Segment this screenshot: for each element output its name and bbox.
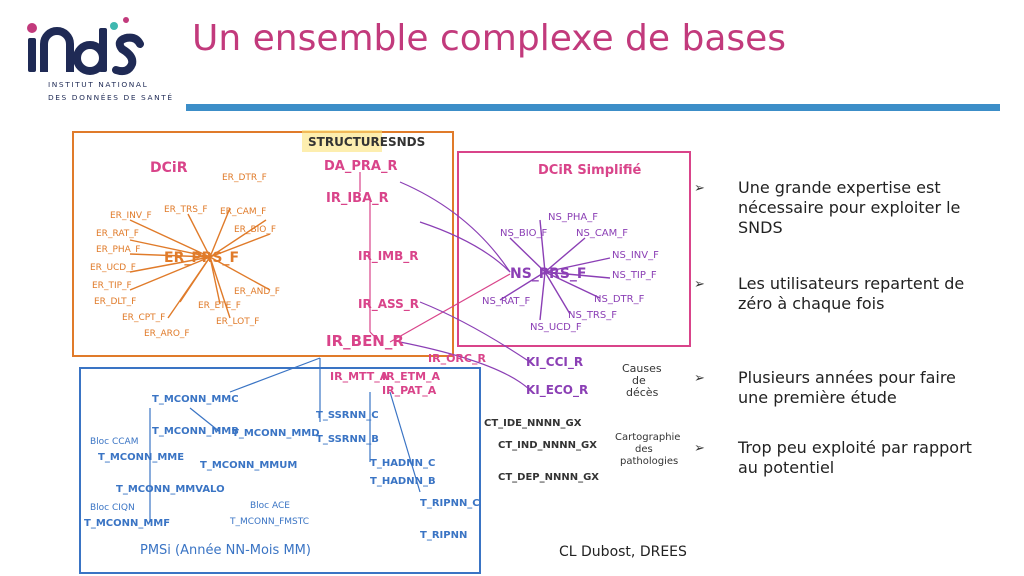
- dcirs-table-3: NS_CAM_F: [576, 228, 628, 239]
- section-label-carto-3: pathologies: [620, 456, 678, 467]
- dcir-table-12: ER_CPT_F: [122, 313, 165, 323]
- pmsi-label-ciqn: Bloc CIQN: [90, 503, 135, 513]
- dcirs-table-9: NS_UCD_F: [530, 322, 582, 333]
- dcir-table-6: ER_PHA_F: [96, 245, 140, 255]
- dcir-table-10: ER_DLT_F: [94, 297, 136, 307]
- section-label-carto-1: Cartographie: [615, 432, 680, 443]
- dcir-table-15: ER_LOT_F: [216, 317, 259, 327]
- dcir-table-9: ER_TIP_F: [92, 281, 132, 291]
- pmsi-table-11: T_HADNN_B: [370, 476, 436, 487]
- dcirs-table-1: NS_PHA_F: [548, 212, 598, 223]
- dcir-table-8: ER_UCD_F: [90, 263, 136, 273]
- pmsi-table-12: T_RIPNN_C: [420, 498, 480, 509]
- diagram-header-structure: STRUCTURE: [308, 135, 388, 149]
- dcir-table-2: ER_DTR_F: [222, 173, 267, 183]
- snds-structure-diagram: STRUCTURE SNDS DCiR DCiR Simplifié PMSi …: [72, 130, 691, 574]
- bullet-text-4: Trop peu exploité par rapport au potenti…: [738, 438, 972, 477]
- ref-table-ir-iba: IR_IBA_R: [326, 191, 389, 206]
- bullet-text-3: Plusieurs années pour faire une première…: [738, 368, 956, 407]
- pmsi-table-6: T_MCONN_MMVALO: [116, 484, 225, 495]
- dcirs-table-4: NS_INV_F: [612, 250, 659, 261]
- dcirs-frame: [457, 151, 691, 347]
- section-label-dcir-simplifie: DCiR Simplifié: [538, 163, 642, 178]
- dcirs-table-5: NS_TIP_F: [612, 270, 657, 281]
- dcir-table-1: ER_INV_F: [110, 211, 152, 221]
- dcir-table-4: ER_TRS_F: [164, 205, 208, 215]
- pmsi-table-9: T_SSRNN_B: [316, 434, 379, 445]
- dcirs-table-6: NS_RAT_F: [482, 296, 531, 307]
- bullet-text-2: Les utilisateurs repartent de zéro à cha…: [738, 274, 965, 313]
- pmsi-label-ace: Bloc ACE: [250, 501, 290, 511]
- pmsi-table-4: T_MCONN_MME: [98, 452, 184, 463]
- pmsi-table-1: T_MCONN_MMC: [152, 394, 239, 405]
- diagram-header-snds: SNDS: [388, 135, 425, 149]
- carto-table-dep: CT_DEP_NNNN_GX: [498, 472, 599, 483]
- ref-table-da-pra: DA_PRA_R: [324, 159, 397, 174]
- pmsi-table-10: T_HADNN_C: [370, 458, 435, 469]
- carto-table-ind: CT_IND_NNNN_GX: [498, 440, 597, 451]
- dcir-table-13: ER_ETE_F: [198, 301, 241, 311]
- pmsi-table-5: T_MCONN_MMUM: [200, 460, 297, 471]
- bullet-arrow-icon: ➢: [694, 277, 705, 292]
- dcir-table-14: ER_ARO_F: [144, 329, 190, 339]
- section-label-pmsi: PMSi (Année NN-Mois MM): [140, 543, 311, 558]
- bullet-arrow-icon: ➢: [694, 441, 705, 456]
- pmsi-table-13: T_RIPNN: [420, 530, 467, 541]
- page-title: Un ensemble complexe de bases: [192, 18, 787, 59]
- ki-table-eco: KI_ECO_R: [526, 383, 588, 398]
- ref-table-ir-mtt: IR_MTT_A: [330, 370, 389, 383]
- section-label-carto-2: des: [635, 444, 653, 455]
- ref-table-ir-imb: IR_IMB_R: [358, 249, 419, 264]
- dcir-center-table: ER_PRS_F: [164, 250, 239, 266]
- section-label-causes-1: Causes: [622, 362, 662, 375]
- pmsi-label-ccam: Bloc CCAM: [90, 437, 138, 447]
- pmsi-label-fmstc: T_MCONN_FMSTC: [229, 517, 309, 527]
- ref-table-ir-pat: IR_PAT_A: [382, 384, 437, 397]
- carto-table-ide: CT_IDE_NNNN_GX: [484, 418, 582, 429]
- logo-text-line2: DES DONNÉES DE SANTÉ: [48, 93, 174, 102]
- dcir-table-3: ER_RAT_F: [96, 229, 139, 239]
- dcirs-table-7: NS_DTR_F: [594, 294, 645, 305]
- ref-table-ir-ben: IR_BEN_R: [326, 332, 404, 350]
- pmsi-table-8: T_SSRNN_C: [316, 410, 379, 421]
- dcirs-table-8: NS_TRS_F: [568, 310, 617, 321]
- section-label-causes-2: de: [632, 374, 646, 387]
- pmsi-table-2: T_MCONN_MMB: [152, 426, 239, 437]
- bullet-text-1: Une grande expertise est nécessaire pour…: [738, 178, 961, 237]
- pmsi-frame: [79, 367, 481, 574]
- pmsi-table-3: T_MCONN_MMD: [232, 428, 320, 439]
- dcirs-center-table: NS_PRS_F: [510, 266, 587, 282]
- dcir-table-5: ER_CAM_F: [220, 207, 266, 217]
- dcir-table-11: ER_AND_F: [234, 287, 280, 297]
- inds-logo: INSTITUT NATIONAL DES DONNÉES DE SANTÉ: [22, 14, 172, 124]
- ref-table-ir-ass: IR_ASS_R: [358, 297, 419, 312]
- section-label-causes-3: décès: [626, 386, 659, 399]
- inds-logo-mark: [27, 17, 144, 76]
- title-underline-rule: [186, 104, 1000, 111]
- dcir-frame: [72, 131, 454, 357]
- ki-table-cci: KI_CCI_R: [526, 355, 583, 370]
- section-label-dcir: DCiR: [150, 160, 188, 176]
- logo-text-line1: INSTITUT NATIONAL: [48, 80, 149, 89]
- pmsi-table-7: T_MCONN_MMF: [84, 518, 170, 529]
- dcirs-table-2: NS_BIO_F: [500, 228, 548, 239]
- bullet-arrow-icon: ➢: [694, 181, 705, 196]
- ref-table-ir-etm: IR_ETM_A: [382, 370, 441, 383]
- dcir-table-7: ER_BIO_F: [234, 225, 276, 235]
- image-credit: CL Dubost, DREES: [559, 544, 687, 560]
- bullet-arrow-icon: ➢: [694, 371, 705, 386]
- ref-table-ir-orc: IR_ORC_R: [428, 352, 486, 365]
